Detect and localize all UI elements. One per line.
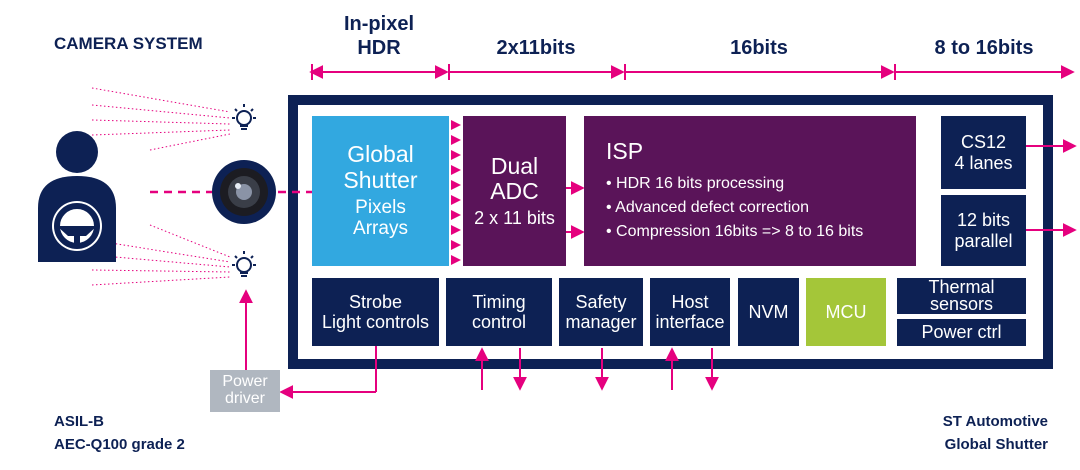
power-ctrl-label: Power ctrl bbox=[921, 322, 1002, 343]
parallel-output-block: 12 bits parallel bbox=[941, 195, 1026, 266]
thermal-line1: Thermal bbox=[928, 276, 995, 297]
pixel-to-adc-arrows bbox=[451, 120, 461, 265]
stage-adc-bits: 2x11bits bbox=[496, 37, 576, 59]
cs12-line2: 4 lanes bbox=[954, 152, 1013, 173]
pixel-array-line1: Global bbox=[347, 141, 414, 168]
stage-in-pixel-hdr: In-pixel HDR bbox=[312, 12, 446, 60]
adc-to-isp-arrows bbox=[566, 181, 585, 239]
output-arrows bbox=[1026, 139, 1077, 237]
mcu-label: MCU bbox=[825, 301, 867, 322]
parallel-line1: 12 bits bbox=[956, 210, 1011, 231]
cs12-line1: CS12 bbox=[960, 132, 1007, 153]
strobe-light-controls-block: Strobe Light controls bbox=[312, 278, 439, 346]
driver-with-steering-wheel-icon bbox=[38, 131, 116, 262]
power-driver-line1: Power bbox=[222, 373, 268, 391]
timing-line2: control bbox=[471, 312, 527, 332]
isp-bullet-text: HDR 16 bits processing bbox=[616, 175, 785, 192]
global-shutter-product-label: Global Shutter bbox=[944, 436, 1048, 453]
stage-in-pixel-line2: HDR bbox=[357, 37, 401, 59]
stage-dimension-lines bbox=[309, 64, 1075, 80]
strobe-line1: Strobe bbox=[348, 291, 403, 312]
host-line2: interface bbox=[655, 312, 725, 332]
isp-title: ISP bbox=[606, 138, 644, 164]
isp-bullet-text: Advanced defect correction bbox=[615, 199, 810, 216]
aec-q100-label: AEC-Q100 grade 2 bbox=[54, 436, 185, 453]
parallel-line2: parallel bbox=[954, 230, 1013, 251]
timing-control-block: Timing control bbox=[446, 278, 552, 346]
cs12-output-block: CS12 4 lanes bbox=[941, 116, 1026, 189]
stage-in-pixel-line1: In-pixel bbox=[343, 13, 414, 35]
camera-system-label: CAMERA SYSTEM bbox=[54, 34, 203, 53]
nvm-block: NVM bbox=[738, 278, 799, 346]
st-automotive-label: ST Automotive bbox=[942, 413, 1048, 430]
timing-line1: Timing bbox=[472, 291, 526, 312]
thermal-line2: sensors bbox=[929, 294, 994, 314]
power-driver-block: Power driver bbox=[210, 370, 280, 412]
dual-adc-line1: Dual bbox=[490, 152, 539, 179]
global-shutter-pixel-array: Global Shutter Pixels Arrays bbox=[312, 116, 449, 266]
asil-b-label: ASIL-B bbox=[54, 413, 104, 430]
pixel-array-line4: Arrays bbox=[353, 218, 408, 240]
power-driver-line2: driver bbox=[224, 390, 265, 407]
strobe-power-path bbox=[239, 289, 377, 399]
isp-bullet-text: Compression 16bits => 8 to 16 bits bbox=[616, 223, 864, 240]
mcu-block: MCU bbox=[806, 278, 886, 346]
nvm-label: NVM bbox=[748, 301, 789, 322]
dual-adc-line2: ADC bbox=[490, 178, 539, 205]
isp-bullet: • Advanced defect correction bbox=[606, 199, 810, 216]
safety-line1: Safety bbox=[575, 291, 627, 312]
isp-bullet: • Compression 16bits => 8 to 16 bits bbox=[606, 223, 864, 240]
isp-bullet: • HDR 16 bits processing bbox=[606, 175, 785, 192]
stage-isp-bits: 16bits bbox=[730, 37, 788, 59]
bottom-io-arrows bbox=[475, 347, 719, 391]
light-rays bbox=[91, 87, 231, 286]
strobe-line2: Light controls bbox=[321, 312, 430, 332]
light-bulb-icon bbox=[232, 251, 256, 277]
host-line1: Host bbox=[671, 291, 709, 312]
light-bulb-icon bbox=[232, 104, 256, 130]
camera-lens-icon bbox=[212, 160, 276, 224]
safety-line2: manager bbox=[565, 312, 637, 332]
isp-block: ISP • HDR 16 bits processing • Advanced … bbox=[584, 116, 916, 266]
power-ctrl-block: Power ctrl bbox=[897, 319, 1026, 346]
pixel-array-line2: Shutter bbox=[343, 167, 418, 194]
pixel-array-line3: Pixels bbox=[355, 196, 406, 218]
host-interface-block: Host interface bbox=[650, 278, 730, 346]
dual-adc-block: Dual ADC 2 x 11 bits bbox=[463, 116, 566, 266]
isp-bullets: • HDR 16 bits processing • Advanced defe… bbox=[606, 172, 863, 244]
stage-output-bits: 8 to 16bits bbox=[934, 37, 1034, 59]
dual-adc-line3: 2 x 11 bits bbox=[474, 208, 555, 229]
safety-manager-block: Safety manager bbox=[559, 278, 643, 346]
thermal-sensors-block: Thermal sensors bbox=[897, 278, 1026, 314]
chip-frame bbox=[288, 95, 1053, 369]
